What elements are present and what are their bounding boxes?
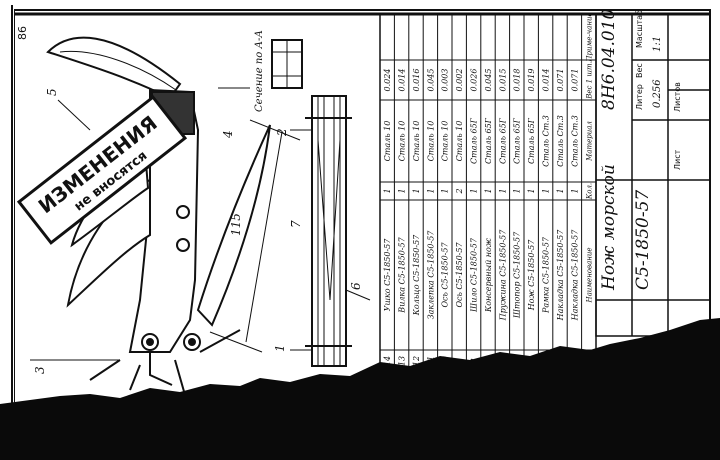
spec-cell: 1 [527, 188, 536, 193]
spec-cell: 1 [484, 188, 493, 193]
spec-cell: 0.018 [513, 69, 522, 92]
spec-cell: 0.071 [570, 69, 579, 92]
spec-cell: 1 [383, 188, 392, 193]
spec-cell: Ушко С5-1850-57 [383, 238, 392, 312]
part-mark-1: 1 [273, 344, 287, 352]
title-block [595, 13, 711, 337]
spec-cell: 0.045 [484, 69, 493, 92]
spec-cell: Шило С5-1850-57 [469, 237, 478, 313]
spec-cell: Вилка С5-1850-57 [397, 236, 406, 313]
spec-cell: Сталь 10 [455, 121, 464, 162]
spec-cell: Заклепка С5-1850-57 [426, 230, 435, 320]
item-name: Нож морской [599, 164, 619, 291]
spec-header: Кол. [586, 183, 594, 200]
spec-cell: 0.026 [469, 69, 478, 92]
spec-cell: Сталь 65Г [498, 117, 507, 164]
spec-cell: 0.003 [441, 69, 450, 92]
doc-number: 8Н6.04.010 [599, 8, 619, 110]
spec-cell: Нож С5-1850-57 [527, 239, 536, 311]
spec-cell: Штопор С5-1850-57 [513, 231, 522, 319]
spec-cell: Пружина С5-1850-57 [498, 229, 507, 322]
spec-cell: Сталь Ст.3 [556, 115, 565, 167]
spec-cell: 0.071 [556, 69, 565, 92]
part-mark-7: 7 [289, 220, 303, 228]
scale-label: Масштаб [635, 10, 644, 48]
spec-cell: Сталь 10 [397, 121, 406, 162]
page-number: 86 [16, 26, 29, 40]
spec-cell: 0.002 [455, 69, 464, 92]
spec-header: Наименование [586, 247, 594, 303]
spec-cell: 1 [469, 188, 478, 193]
spec-cell: 1 [426, 188, 435, 193]
spec-cell: 1 [541, 188, 550, 193]
standard-number: С5-1850-57 [633, 190, 653, 290]
spec-cell: 0.014 [541, 69, 550, 92]
spec-header: Вес 1 шт. [586, 61, 594, 100]
spec-cell: 0.016 [412, 69, 421, 92]
spec-cell: Сталь Ст.3 [541, 115, 550, 167]
spec-cell: 0.045 [426, 69, 435, 92]
mass-label: Вес [635, 63, 644, 78]
spec-cell: Сталь Ст.3 [570, 115, 579, 167]
spec-cell: Сталь 10 [441, 121, 450, 162]
spec-cell: 1 [556, 188, 565, 193]
spec-cell: Сталь 10 [412, 121, 421, 162]
spec-cell: 1 [498, 188, 507, 193]
spec-header: Приме-чание [586, 12, 594, 62]
part-mark-6: 6 [349, 282, 363, 290]
spec-cell: Консервный нож [484, 238, 493, 313]
mass-value: 0.256 [652, 79, 663, 108]
sheets-label: Листов [673, 82, 682, 112]
part-mark-2: 2 [275, 128, 289, 137]
section-label: Сечение по А-А [254, 30, 265, 112]
spec-cell: 1 [570, 188, 579, 193]
spec-cell: 0.019 [527, 69, 536, 92]
spec-cell: 13 [397, 356, 406, 366]
part-mark-5: 5 [45, 88, 59, 96]
spec-cell: 0.015 [498, 69, 507, 92]
spec-cell: Рамка С5-1850-57 [541, 236, 550, 314]
lit-label: Литер [635, 84, 644, 110]
spec-cell: Сталь 10 [426, 121, 435, 162]
spec-cell: 0.024 [383, 69, 392, 92]
spec-cell: Кольцо С5-1850-57 [412, 234, 421, 316]
spec-cell: 2 [455, 188, 464, 194]
spec-cell: Сталь 10 [383, 121, 392, 162]
dimension-length: 115 [229, 213, 243, 236]
spec-cell: Сталь 65Г [513, 117, 522, 164]
spec-cell: Накладка С5-1850-57 [570, 229, 579, 322]
spec-cell: 1 [513, 188, 522, 193]
spec-header: Материал [586, 121, 594, 162]
spec-cell: 1 [441, 188, 450, 193]
spec-cell: Накладка С5-1850-57 [556, 229, 565, 322]
spec-cell: Сталь 65Г [527, 117, 536, 164]
part-mark-4: 4 [221, 130, 235, 139]
spec-cell: 1 [412, 188, 421, 193]
sheet-label: Лист [673, 149, 682, 170]
spec-cell: Сталь 65Г [484, 117, 493, 164]
spec-cell: Ось С5-1850-57 [455, 242, 464, 308]
spec-cell: Ось С5-1850-57 [441, 242, 450, 308]
spec-cell: Сталь 65Г [469, 117, 478, 164]
spec-cell: 14 [383, 356, 392, 366]
spec-cell: 12 [412, 356, 421, 366]
scale-value: 1:1 [652, 36, 663, 52]
spec-cell: 0.014 [397, 69, 406, 92]
spec-cell: 1 [397, 188, 406, 193]
part-mark-3: 3 [33, 366, 47, 374]
